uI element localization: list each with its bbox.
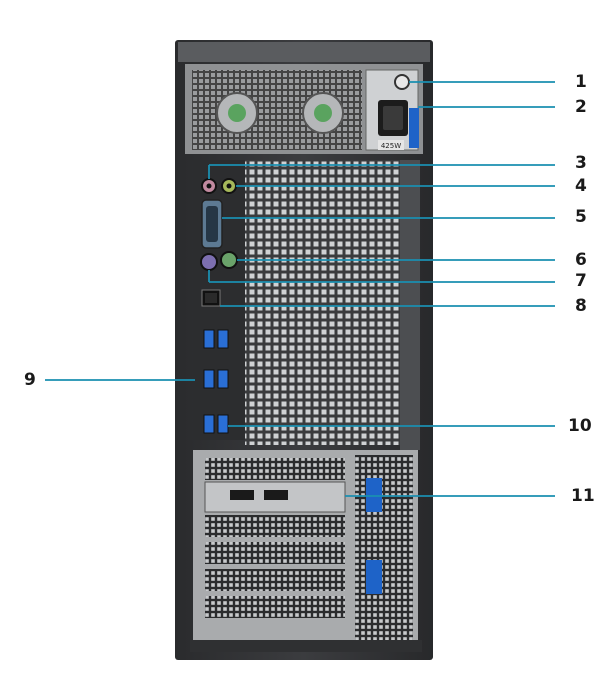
callout-number-3: 3 [575, 153, 587, 173]
chassis-top-cap [178, 42, 430, 62]
fan-hub-right-center [314, 104, 332, 122]
callout-number-6: 6 [575, 250, 587, 270]
line-out-jack-hole [226, 183, 232, 189]
usb-port-group [203, 329, 229, 434]
displayport-2 [264, 490, 288, 500]
power-connector-inner [383, 106, 403, 130]
usb-port [217, 329, 229, 349]
callout-number-11: 11 [571, 486, 595, 506]
fan-hub-left-center [228, 104, 246, 122]
usb-port [203, 414, 215, 434]
callout-number-2: 2 [575, 97, 587, 117]
slot-cover-3 [205, 542, 345, 564]
psu-release-latch [409, 108, 419, 148]
usb-port [217, 414, 229, 434]
callout-number-10: 10 [568, 416, 592, 436]
displayport-1 [230, 490, 254, 500]
io-panel-mesh [245, 160, 415, 445]
callout-number-5: 5 [575, 207, 587, 227]
psu-rating-text: 425W [381, 142, 401, 150]
slot-cover-5 [205, 596, 345, 618]
callout-number-8: 8 [575, 296, 587, 316]
callout-number-1: 1 [575, 72, 587, 92]
card-retention-latch-2 [366, 560, 382, 594]
slot-cover-2 [205, 515, 345, 537]
usb-port [217, 369, 229, 389]
side-panel-edge [400, 160, 420, 450]
mic-jack-hole [206, 183, 212, 189]
card-retention-latch-1 [366, 478, 382, 512]
chassis-foot [190, 640, 422, 652]
slot-cover-4 [205, 569, 345, 591]
callout-number-4: 4 [575, 176, 587, 196]
usb-port [203, 369, 215, 389]
callout-number-7: 7 [575, 271, 587, 291]
network-port-inner [205, 293, 217, 303]
serial-port-inner [206, 206, 218, 242]
usb-port [203, 329, 215, 349]
slot-cover-1 [205, 458, 345, 480]
psu-rating-tag [378, 140, 404, 150]
slot-side-mesh [355, 455, 413, 640]
callout-number-9: 9 [24, 370, 36, 390]
